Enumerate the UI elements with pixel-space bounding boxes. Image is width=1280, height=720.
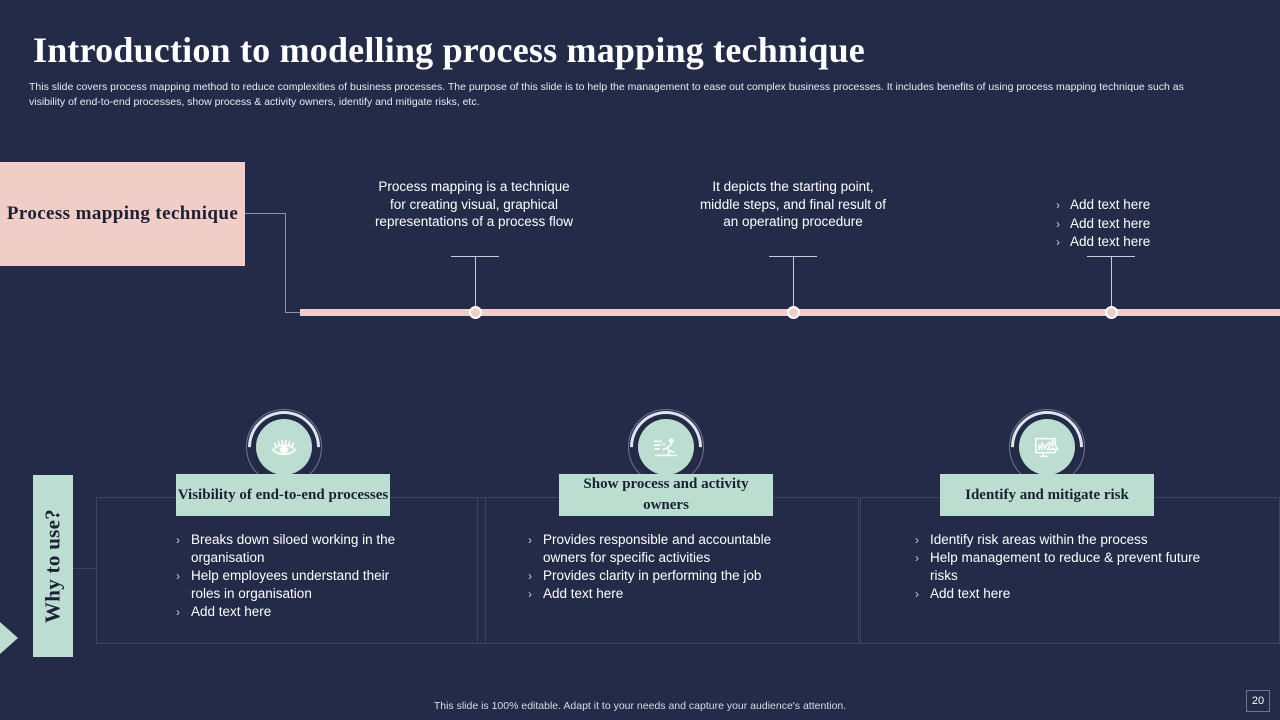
connector-segment <box>285 312 305 313</box>
list-item: › Help management to reduce & prevent fu… <box>915 549 1215 585</box>
list-item: › Provides clarity in performing the job <box>528 567 818 585</box>
pillar-heading-label: Identify and mitigate risk <box>965 486 1129 503</box>
list-item-label: Add text here <box>1070 215 1151 231</box>
chevron-right-icon: › <box>176 569 180 583</box>
pillar-icon-medallion <box>615 396 717 498</box>
pillar-heading-label: Visibility of end-to-end processes <box>177 486 389 503</box>
timeline-marker[interactable] <box>469 306 482 319</box>
list-item-label: Provides responsible and accountable own… <box>543 532 772 565</box>
process-mapping-technique-box: Process mapping technique <box>0 162 245 266</box>
list-item: › Add text here <box>1056 196 1150 215</box>
process-mapping-technique-label: Process mapping technique <box>6 203 239 224</box>
list-item: › Add text here <box>1056 233 1150 252</box>
chevron-right-icon: › <box>915 533 919 547</box>
page-subtitle: This slide covers process mapping method… <box>29 81 1184 108</box>
pillar-heading-box: Identify and mitigate risk <box>940 474 1154 516</box>
chevron-right-icon: › <box>915 551 919 565</box>
list-item-label: Identify risk areas within the process <box>930 532 1148 547</box>
list-item-label: Provides clarity in performing the job <box>543 568 762 583</box>
pillar-heading-box: Show process and activity owners <box>559 474 773 516</box>
chevron-right-icon: › <box>528 569 532 583</box>
pillar-icon-medallion <box>996 396 1098 498</box>
timeline-node-text: Process mapping is a technique for creat… <box>374 179 574 229</box>
monitor-chart-warning-icon <box>1035 437 1059 458</box>
medallion-disc <box>256 419 312 475</box>
why-to-use-box: Why to use? <box>33 475 73 657</box>
eye-icon <box>271 439 297 456</box>
timeline-stem <box>475 256 476 310</box>
list-item-label: Add text here <box>1070 234 1151 249</box>
chevron-right-icon: › <box>176 533 180 547</box>
timeline-marker[interactable] <box>787 306 800 319</box>
list-item: › Add text here <box>1056 215 1150 234</box>
connector-segment <box>245 213 285 214</box>
chevron-right-icon: › <box>1056 235 1060 249</box>
list-item-label: Breaks down siloed working in the organi… <box>191 532 396 565</box>
list-item-label: Add text here <box>191 604 272 619</box>
pillar-bullets: › Provides responsible and accountable o… <box>528 531 818 603</box>
list-item-label: Help employees understand their roles in… <box>191 568 390 601</box>
pillar-bullets: › Identify risk areas within the process… <box>915 531 1215 603</box>
timeline-marker[interactable] <box>1105 306 1118 319</box>
list-item-label: Add text here <box>1070 197 1151 212</box>
page-number: 20 <box>1246 690 1270 712</box>
running-person-icon <box>653 438 678 457</box>
chevron-right-icon: › <box>1056 216 1060 231</box>
list-item-label: Add text here <box>930 586 1011 601</box>
timeline-stem <box>793 256 794 310</box>
why-to-use-arrow-icon <box>0 622 18 654</box>
connector-segment <box>285 213 286 313</box>
list-item: › Identify risk areas within the process <box>915 531 1215 549</box>
chevron-right-icon: › <box>528 533 532 547</box>
connector-segment <box>73 568 97 569</box>
list-item-label: Add text here <box>543 586 624 601</box>
chevron-right-icon: › <box>1056 198 1060 212</box>
footer-note: This slide is 100% editable. Adapt it to… <box>433 700 847 712</box>
medallion-disc <box>638 419 694 475</box>
timeline-node-text: It depicts the starting point, middle st… <box>699 179 887 229</box>
chevron-right-icon: › <box>176 605 180 619</box>
list-item: › Provides responsible and accountable o… <box>528 531 818 567</box>
list-item: › Add text here <box>915 585 1215 603</box>
timeline-stem <box>1111 256 1112 310</box>
pillar-heading-box: Visibility of end-to-end processes <box>176 474 390 516</box>
medallion-disc <box>1019 419 1075 475</box>
list-item-label: Help management to reduce & prevent futu… <box>930 550 1201 583</box>
list-item: › Add text here <box>176 603 406 621</box>
page-title: Introduction to modelling process mappin… <box>33 30 865 70</box>
chevron-right-icon: › <box>528 587 532 601</box>
list-item: › Add text here <box>528 585 818 603</box>
list-item: › Breaks down siloed working in the orga… <box>176 531 406 567</box>
timeline-node-bullets: › Add text here › Add text here › Add te… <box>1056 196 1150 252</box>
pillar-heading-label: Show process and activity owners <box>583 476 749 513</box>
chevron-right-icon: › <box>915 587 919 601</box>
pillar-bullets: › Breaks down siloed working in the orga… <box>176 531 406 621</box>
why-to-use-label: Why to use? <box>40 508 65 624</box>
list-item: › Help employees understand their roles … <box>176 567 406 603</box>
